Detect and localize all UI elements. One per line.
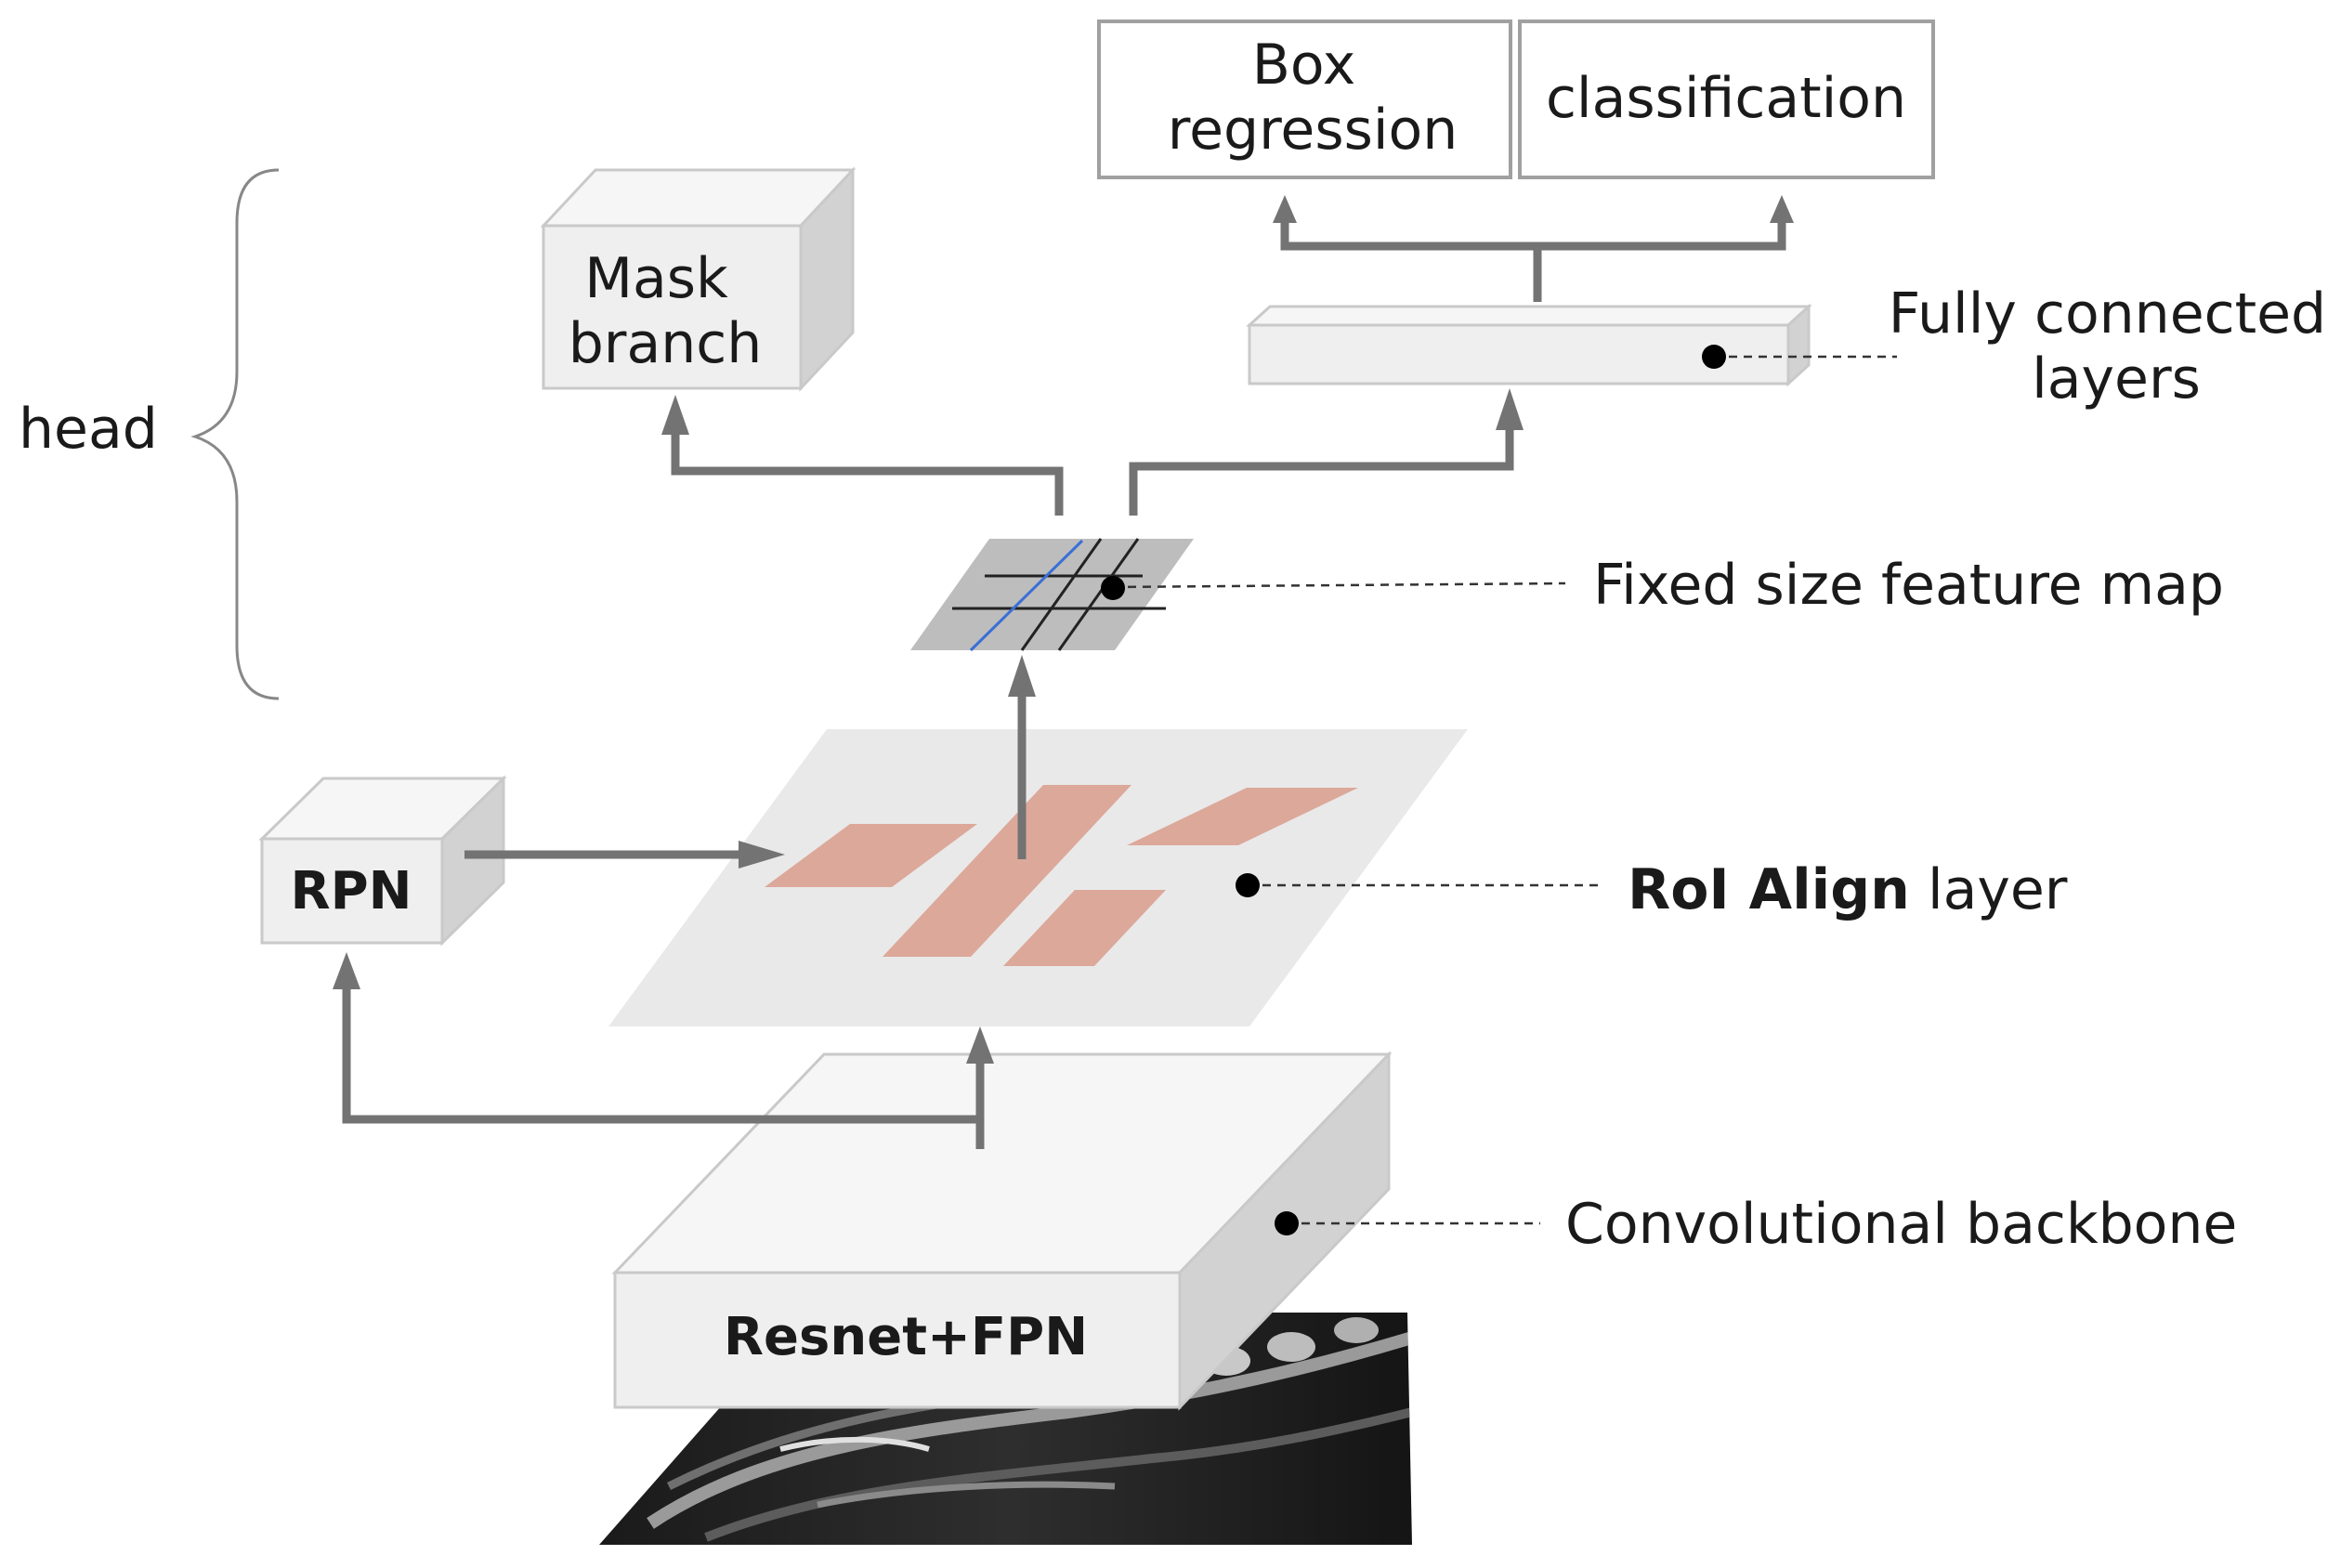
fixed-size-feature-map bbox=[910, 538, 1194, 652]
fc-caption-line-1: Fully connected bbox=[1889, 281, 2326, 346]
classification-label: classification bbox=[1546, 66, 1906, 131]
fc-caption: Fully connected layers bbox=[1889, 281, 2328, 412]
feature-map-grid-line-blue bbox=[969, 539, 1084, 652]
backbone-front-face bbox=[613, 1271, 1182, 1409]
rpn-front-face bbox=[260, 837, 444, 945]
fully-connected-layers-block bbox=[1246, 303, 1812, 387]
mask-branch-label-line-2: branch bbox=[569, 311, 763, 376]
leader-dot-roi-align bbox=[1236, 873, 1260, 897]
rpn-block: RPN bbox=[258, 775, 507, 947]
feature-map-grid-line bbox=[1020, 538, 1103, 651]
curly-brace bbox=[190, 168, 280, 700]
feature-map-plane bbox=[910, 539, 1194, 650]
roi-region bbox=[1003, 890, 1166, 966]
arrow-feature-map-to-mask-branch bbox=[671, 430, 1064, 516]
arrowhead bbox=[1496, 388, 1524, 430]
fc-caption-line-2: layers bbox=[2032, 346, 2201, 412]
head-label: head bbox=[19, 397, 158, 462]
roi-align-caption: RoI Align layer bbox=[1628, 857, 2068, 922]
box-regression-box bbox=[1097, 20, 1512, 179]
roi-region bbox=[1127, 788, 1358, 845]
roi-region bbox=[765, 824, 977, 887]
backbone-caption: Convolutional backbone bbox=[1565, 1192, 2237, 1257]
box-regression-label-line-2: regression bbox=[1168, 98, 1458, 163]
box-regression-output: Box regression bbox=[1097, 20, 1512, 179]
rpn-label: RPN bbox=[290, 861, 412, 921]
arrowhead bbox=[661, 395, 689, 435]
arrow-feature-map-to-fc bbox=[1129, 425, 1514, 516]
arrow-fc-to-box-regression bbox=[1280, 218, 1542, 251]
flow-arrows bbox=[333, 195, 1794, 1149]
arrowhead bbox=[333, 952, 360, 989]
mask-branch-label-line-1: Mask bbox=[584, 246, 728, 311]
fc-top-face bbox=[1246, 305, 1812, 327]
arrowhead bbox=[966, 1026, 994, 1064]
box-regression-label-line-1: Box bbox=[1252, 33, 1356, 98]
arrowhead bbox=[1008, 655, 1036, 697]
leader-line-feature-map bbox=[1112, 581, 1566, 589]
leader-dot-feature-map bbox=[1101, 576, 1125, 600]
arrowhead bbox=[1273, 195, 1297, 223]
arrow-fc-to-classification bbox=[1533, 218, 1786, 251]
feature-map-grid-line bbox=[1057, 538, 1140, 651]
box-regression-label: Box regression bbox=[1168, 33, 1458, 163]
roi-align-caption-bold: RoI Align bbox=[1628, 857, 1910, 922]
feature-map-caption: Fixed size feature map bbox=[1593, 553, 2224, 618]
backbone-block: Resnet+FPN bbox=[611, 1051, 1393, 1411]
mask-branch-front-face bbox=[542, 224, 803, 390]
arrowhead bbox=[1770, 195, 1794, 223]
mask-branch-label: Mask branch bbox=[569, 246, 763, 376]
arrowhead bbox=[739, 841, 785, 869]
roi-region bbox=[883, 785, 1131, 957]
annotations: Fully connected layers Fixed size featur… bbox=[1101, 281, 2328, 1257]
roi-align-caption-rest: layer bbox=[1910, 857, 2068, 922]
roi-align-layer bbox=[608, 729, 1468, 1026]
fc-front-face bbox=[1248, 323, 1790, 385]
classification-output: classification bbox=[1518, 20, 1935, 179]
arrow-backbone-to-rpn bbox=[342, 985, 980, 1124]
backbone-box-label: Resnet+FPN bbox=[724, 1307, 1088, 1367]
classification-box bbox=[1518, 20, 1935, 179]
leader-dot-fc bbox=[1702, 345, 1726, 369]
mask-branch-block: Mask branch bbox=[540, 166, 857, 392]
mask-branch-top-face bbox=[540, 168, 857, 228]
leader-dot-backbone bbox=[1275, 1211, 1299, 1235]
head-brace: head bbox=[19, 168, 280, 700]
